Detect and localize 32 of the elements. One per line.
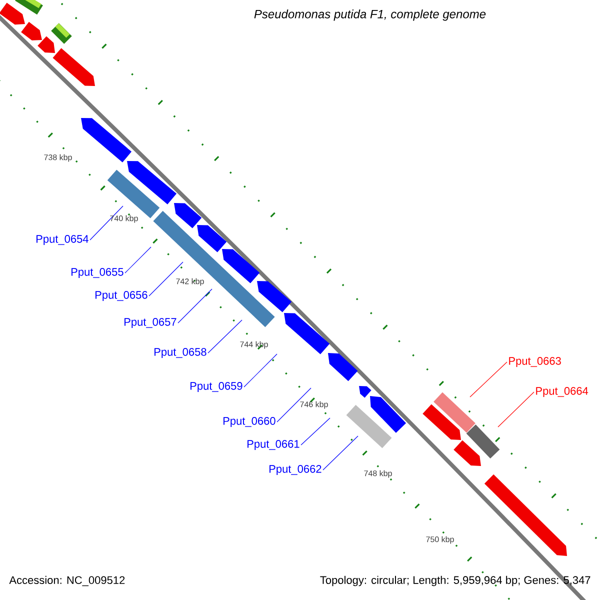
gene-label: Pput_0663 — [509, 357, 561, 367]
title: Pseudomonas putida F1, complete genome — [254, 10, 486, 21]
leader-line — [208, 320, 242, 354]
leader-line — [322, 436, 358, 470]
leader-line — [470, 362, 508, 398]
leader-line — [244, 354, 278, 388]
leader-line — [124, 246, 152, 274]
coordinate-label: 740 kbp — [110, 215, 138, 223]
footer-text: Accession: NC_009512 — [9, 576, 125, 586]
coordinate-label: 744 kbp — [240, 341, 268, 349]
leader-line — [178, 288, 212, 324]
coordinate-label: 738 kbp — [44, 154, 72, 162]
gene-label: Pput_0660 — [224, 417, 276, 427]
gene-label: Pput_0662 — [270, 465, 322, 475]
leader-line — [300, 418, 330, 446]
gene-label: Pput_0656 — [96, 291, 148, 301]
leader-line — [90, 206, 124, 240]
gene-label: Pput_0664 — [536, 387, 588, 397]
leader-line — [276, 388, 312, 422]
gene-label: Pput_0657 — [124, 318, 176, 328]
gene-label: Pput_0658 — [154, 348, 206, 358]
coordinate-label: 742 kbp — [176, 278, 204, 286]
coordinate-label: 746 kbp — [300, 401, 328, 409]
gene-label: Pput_0659 — [190, 382, 242, 392]
leader-line — [148, 262, 184, 296]
leader-line — [498, 392, 534, 428]
gene-label: Pput_0661 — [248, 440, 300, 450]
coordinate-label: 748 kbp — [364, 470, 392, 478]
gene-label: Pput_0654 — [36, 235, 88, 245]
gene-label: Pput_0655 — [72, 268, 124, 278]
footer-text: Topology: circular; Length: 5,959,964 bp; Genes: 5,347 — [320, 576, 590, 586]
coordinate-label: 750 kbp — [426, 536, 454, 544]
